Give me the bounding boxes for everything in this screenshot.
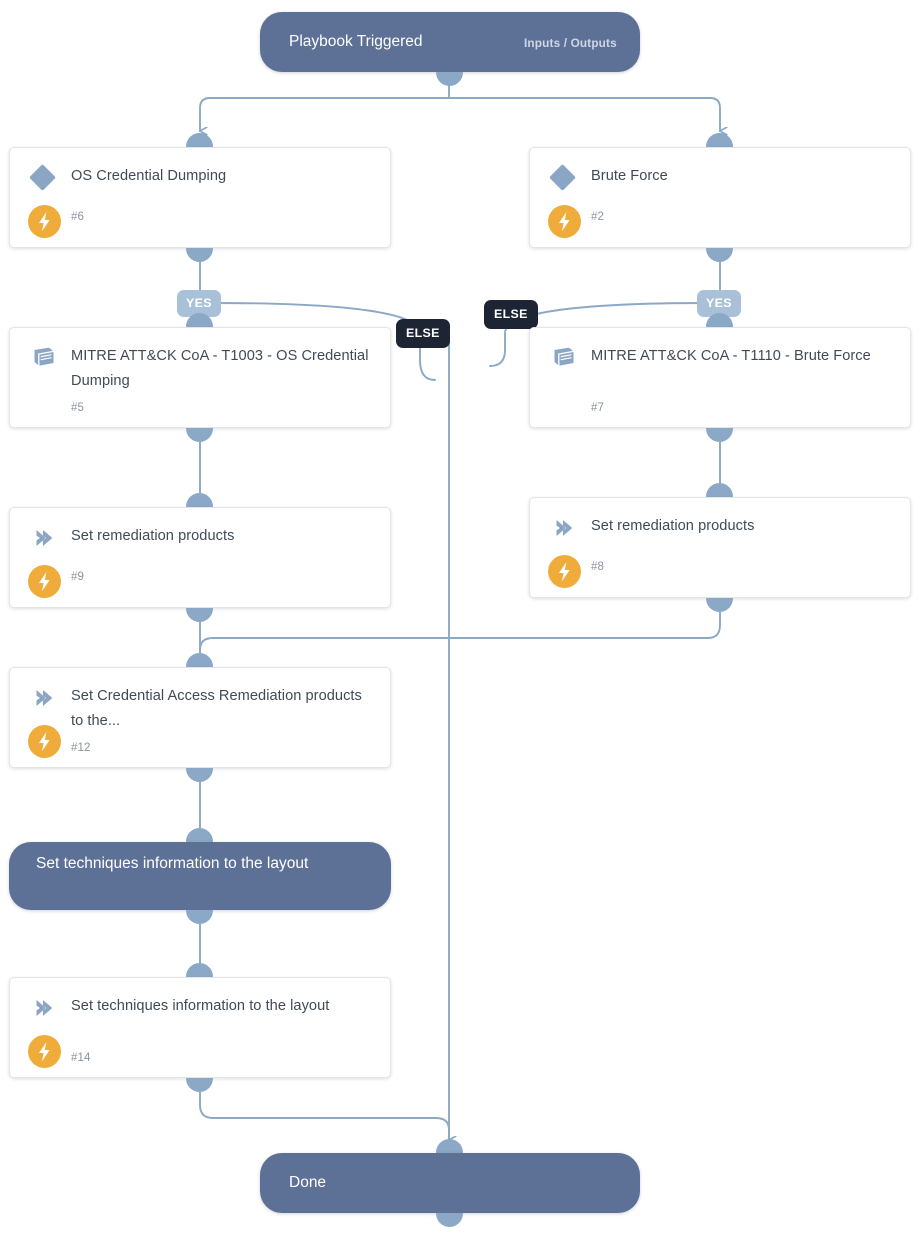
node-6-input-port[interactable] (186, 133, 213, 147)
automation-bolt-icon (28, 205, 61, 238)
node-card-14[interactable]: Set techniques information to the layout… (9, 977, 391, 1078)
node-6-number: #6 (71, 211, 84, 223)
branch-label-yes-node-6: YES (177, 290, 221, 317)
start-node-output-port[interactable] (436, 72, 463, 86)
node-card-12[interactable]: Set Credential Access Remediation produc… (9, 667, 391, 768)
node-8-input-port[interactable] (706, 483, 733, 497)
playbook-book-icon (29, 345, 59, 371)
node-6-title: OS Credential Dumping (71, 168, 227, 184)
branch-label-else-node-2: ELSE (484, 300, 538, 329)
node-12-number: #12 (71, 742, 91, 754)
node-card-5[interactable]: MITRE ATT&CK CoA - T1003 - OS Credential… (9, 327, 391, 428)
edge-node14-to-done (199, 1079, 450, 1141)
node-card-8[interactable]: Set remediation products #8 (529, 497, 911, 598)
condition-diamond-icon (29, 164, 59, 191)
automation-bolt-icon (548, 205, 581, 238)
node-8-output-port[interactable] (706, 598, 733, 612)
start-node-sublabel: Inputs / Outputs (524, 36, 617, 50)
node-2-title: Brute Force (591, 168, 668, 184)
task-chevron-icon (29, 525, 59, 551)
node-12-input-port[interactable] (186, 653, 213, 667)
node-7-title: MITRE ATT&CK CoA - T1110 - Brute Force (591, 348, 871, 364)
automation-bolt-icon (28, 1035, 61, 1068)
edge-start-to-node2 (448, 97, 720, 131)
node-card-2[interactable]: Brute Force #2 (529, 147, 911, 248)
done-node-input-port[interactable] (436, 1139, 463, 1153)
node-12-output-port[interactable] (186, 768, 213, 782)
node-14-input-port[interactable] (186, 963, 213, 977)
node-9-number: #9 (71, 571, 84, 583)
node-7-number: #7 (591, 402, 604, 414)
condition-diamond-icon (549, 164, 579, 191)
node-12-title: Set Credential Access Remediation produc… (71, 688, 362, 729)
node-7-input-port[interactable] (706, 313, 733, 327)
done-node-output-port[interactable] (436, 1213, 463, 1227)
section-node[interactable]: Set techniques information to the layout (9, 842, 391, 910)
node-5-input-port[interactable] (186, 313, 213, 327)
node-card-9[interactable]: Set remediation products #9 (9, 507, 391, 608)
done-node[interactable]: Done (260, 1153, 640, 1213)
edge-node8-to-node12 (199, 599, 721, 661)
node-6-output-port[interactable] (186, 248, 213, 262)
node-card-6[interactable]: OS Credential Dumping #6 (9, 147, 391, 248)
node-14-output-port[interactable] (186, 1078, 213, 1092)
node-2-input-port[interactable] (706, 133, 733, 147)
task-chevron-icon (29, 685, 59, 711)
automation-bolt-icon (28, 725, 61, 758)
automation-bolt-icon (548, 555, 581, 588)
branch-label-else-node-6: ELSE (396, 319, 450, 348)
section-node-output-port[interactable] (186, 910, 213, 924)
node-8-title: Set remediation products (591, 518, 755, 534)
automation-bolt-icon (28, 565, 61, 598)
node-5-output-port[interactable] (186, 428, 213, 442)
node-card-7[interactable]: MITRE ATT&CK CoA - T1110 - Brute Force #… (529, 327, 911, 428)
section-node-label: Set techniques information to the layout (36, 855, 309, 872)
section-node-input-port[interactable] (186, 828, 213, 842)
node-7-output-port[interactable] (706, 428, 733, 442)
task-chevron-icon (549, 515, 579, 541)
node-2-number: #2 (591, 211, 604, 223)
task-chevron-icon (29, 995, 59, 1021)
edge-start-to-node6 (200, 97, 450, 131)
branch-label-yes-node-2: YES (697, 290, 741, 317)
node-5-title: MITRE ATT&CK CoA - T1003 - OS Credential… (71, 348, 369, 389)
node-14-title: Set techniques information to the layout (71, 998, 330, 1014)
node-9-output-port[interactable] (186, 608, 213, 622)
node-8-number: #8 (591, 561, 604, 573)
node-5-number: #5 (71, 402, 84, 414)
start-node[interactable]: Playbook Triggered Inputs / Outputs (260, 12, 640, 72)
node-9-title: Set remediation products (71, 528, 235, 544)
node-14-number: #14 (71, 1052, 91, 1064)
node-9-input-port[interactable] (186, 493, 213, 507)
playbook-book-icon (549, 345, 579, 371)
node-2-output-port[interactable] (706, 248, 733, 262)
done-node-label: Done (289, 1174, 327, 1191)
start-node-label: Playbook Triggered (289, 33, 423, 50)
